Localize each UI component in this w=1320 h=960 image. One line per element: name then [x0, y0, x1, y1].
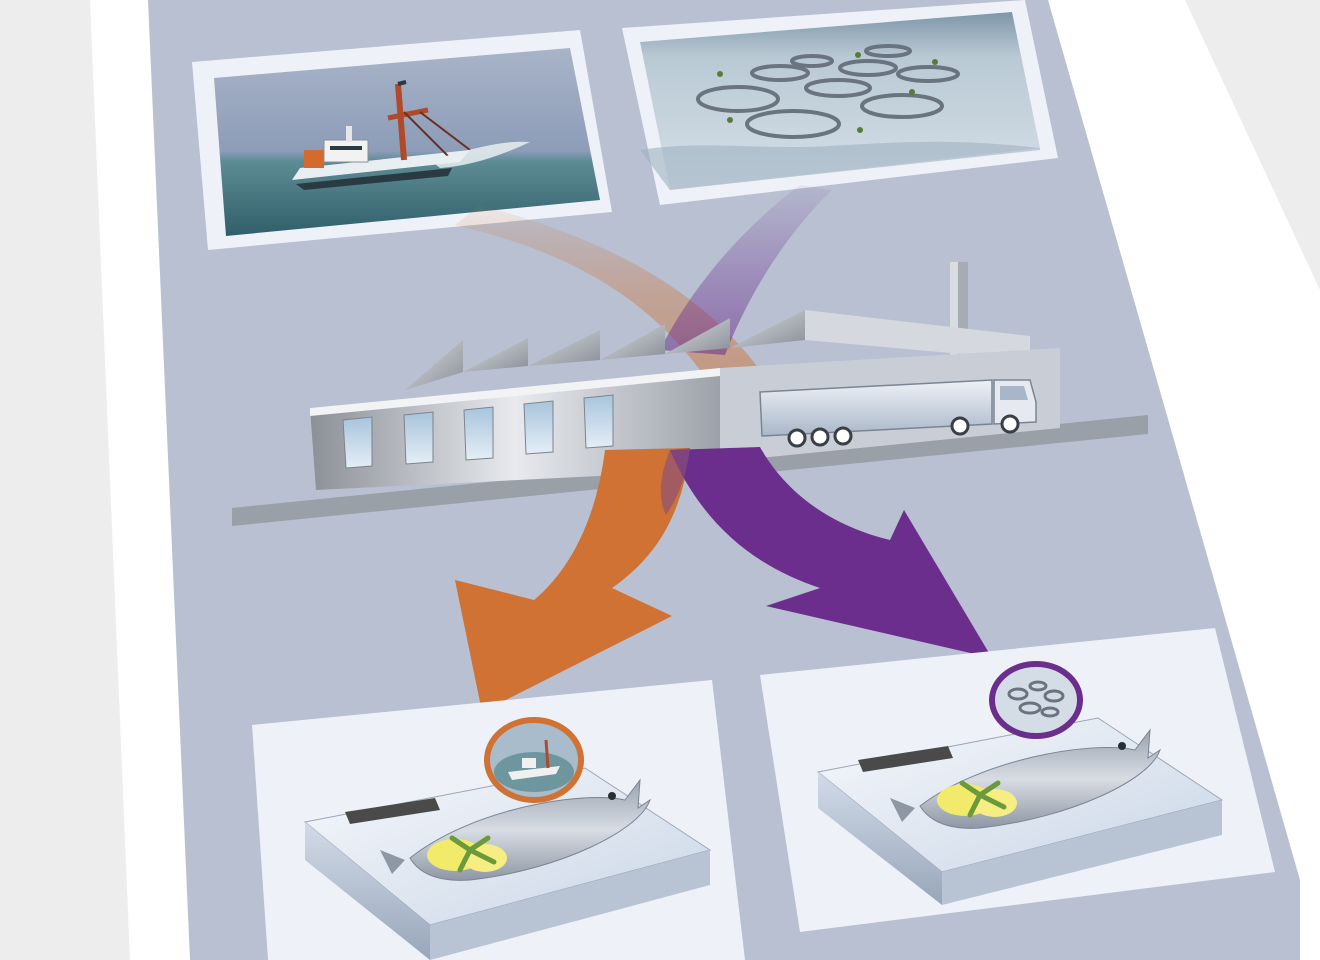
packaged-fish-tray-icon: [303, 767, 712, 960]
product-label-bar: [345, 798, 440, 824]
packaged-fish-tray-icon: [816, 717, 1224, 905]
refrigerated-truck-icon: [759, 379, 1037, 448]
pen-buoys: [717, 52, 938, 133]
fish-farm-net-pens-icon: [696, 44, 960, 139]
farmed-product-card: [760, 628, 1275, 932]
aquaculture-scene: [622, 0, 1058, 205]
wild-catch-scene: [192, 30, 612, 250]
arrow-crossing-overlap: [660, 448, 690, 515]
wild-product-card: [252, 680, 745, 960]
garnish-icon: [449, 835, 497, 873]
product-label-bar: [858, 746, 953, 772]
origin-badge-farmed: [989, 661, 1083, 739]
factory-windows: [342, 394, 614, 469]
fishing-trawler-icon: [292, 80, 530, 190]
wild-catch-flow-arrow: [455, 448, 690, 712]
fish-farm-net-pens-icon: [1007, 680, 1065, 718]
farmed-flow-arrow: [670, 447, 992, 658]
garnish-icon: [959, 780, 1007, 818]
origin-badge-wild: [484, 717, 584, 803]
farmed-flow-tail: [660, 185, 832, 355]
fishing-trawler-icon: [508, 766, 560, 780]
